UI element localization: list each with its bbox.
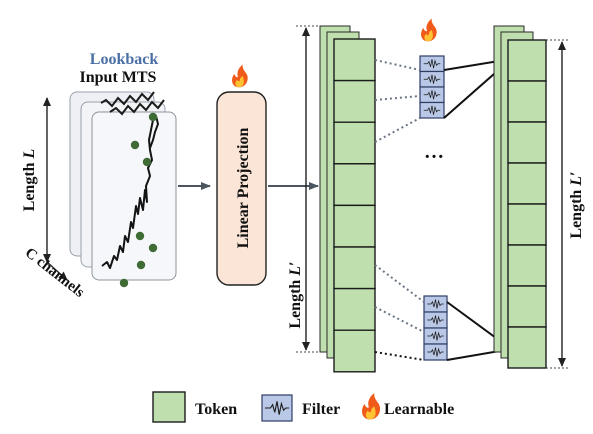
projection-fire-icon (232, 64, 248, 88)
token-cell-left (333, 287, 376, 331)
sample-dot (148, 243, 158, 253)
sample-dot (135, 231, 145, 241)
filter-group-bottom (423, 295, 448, 361)
token-cell-left (333, 121, 376, 165)
legend: Token Filter Learnable (152, 391, 454, 423)
left-token-column: Length L′ (287, 25, 376, 373)
filter-cell-bottom (423, 343, 448, 361)
filter-cell-top (419, 86, 445, 104)
token-cell-left (333, 79, 376, 123)
token-cell-right (507, 80, 547, 123)
filter-cell-top (419, 101, 445, 119)
token-length-label-right: Length L′ (568, 171, 585, 238)
legend-token-label: Token (195, 401, 237, 418)
input-length-label: Length L (21, 148, 38, 211)
fire-icon (361, 393, 381, 420)
right-token-column: Length L′ (493, 25, 585, 369)
token-cell-right (507, 326, 547, 369)
sample-dot (130, 140, 140, 150)
lookback-title: Lookback (90, 51, 159, 68)
token-to-filter-connectors (374, 59, 425, 361)
token-cell-right (507, 39, 547, 82)
filter-cell-top (419, 55, 445, 73)
token-cell-right (507, 121, 547, 164)
projection-box (216, 91, 267, 286)
token-cell-left (333, 329, 376, 373)
sample-dot (142, 157, 152, 167)
series-line-back (100, 91, 155, 108)
sample-dot (136, 260, 146, 270)
filter-fire-icon (421, 18, 437, 42)
channels-arrow (46, 261, 68, 281)
projection-label: Linear Projection (235, 128, 252, 249)
legend-learnable-label: Learnable (384, 401, 454, 418)
token-cell-right (507, 244, 547, 287)
token-length-label-left: Length L′ (287, 261, 304, 328)
legend-filter-label: Filter (302, 401, 340, 418)
token-cell-right (507, 162, 547, 205)
token-cell-left (333, 246, 376, 290)
input-mts-group: Lookback Input MTS Length L C channels (21, 51, 177, 301)
sample-dot (148, 112, 158, 122)
sample-dot (119, 278, 129, 288)
token-cell-left (333, 38, 376, 82)
token-cell-left (333, 204, 376, 248)
filter-cell-top (419, 70, 445, 88)
token-cell-right (507, 203, 547, 246)
filter-ellipsis: … (424, 141, 444, 163)
series-line-middle (109, 99, 165, 116)
token-cell-right (507, 285, 547, 328)
input-mts-title: Input MTS (80, 69, 157, 86)
legend-token-swatch (152, 391, 186, 423)
linear-projection-block: Linear Projection (216, 64, 267, 286)
token-cell-left (333, 163, 376, 207)
filter-group-top: … (419, 18, 445, 163)
